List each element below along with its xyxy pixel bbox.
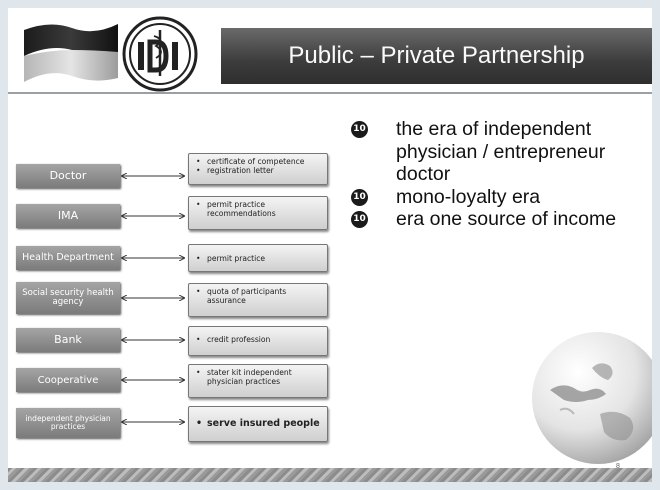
bullet-item: 10 mono-loyalty era — [351, 186, 651, 209]
header-divider — [8, 92, 652, 94]
bullet-item: 10 era one source of income — [351, 208, 651, 231]
header-bar: Public – Private Partnership — [221, 28, 652, 84]
bullet-text: the era of independent physician / entre… — [396, 118, 606, 185]
bullet-item: 10 the era of independent physician / en… — [351, 118, 651, 186]
slide-title: Public – Private Partnership — [288, 42, 585, 69]
indonesian-flag-icon — [24, 24, 118, 82]
box-doctor: Doctor — [16, 164, 120, 188]
box-bank: Bank — [16, 328, 120, 352]
slide-content: Public – Private Partnership Doctor IMA … — [8, 8, 652, 482]
circled-ten-bullet-icon: 10 — [351, 121, 368, 138]
scroll-item: serve insured people — [196, 418, 323, 430]
scroll-item: permit practice recommendations — [196, 200, 323, 219]
page-number: 8 — [616, 463, 620, 470]
globe-icon — [532, 332, 652, 464]
scroll-doctor: certificate of competence registration l… — [188, 153, 328, 185]
scroll-independent-physician: serve insured people — [188, 406, 328, 442]
idi-logo — [122, 16, 198, 92]
scroll-social-security: quota of participants assurance — [188, 283, 328, 317]
scroll-cooperative: stater kit independent physician practic… — [188, 364, 328, 398]
bullet-text: mono-loyalty era — [396, 185, 541, 208]
box-health-department: Health Department — [16, 246, 120, 270]
scroll-bank: credit profession — [188, 326, 328, 356]
box-cooperative: Cooperative — [16, 368, 120, 392]
connector-arrows — [8, 8, 652, 482]
box-independent-physician: independent physician practices — [16, 408, 120, 438]
scroll-item: quota of participants assurance — [196, 287, 323, 306]
footer-band — [8, 468, 652, 482]
bullet-list: 10 the era of independent physician / en… — [351, 118, 651, 231]
scroll-item: stater kit independent physician practic… — [196, 368, 323, 387]
scroll-item: permit practice — [196, 254, 323, 264]
scroll-item: registration letter — [196, 166, 323, 176]
box-ima: IMA — [16, 204, 120, 228]
box-social-security: Social security health agency — [16, 282, 120, 314]
bullet-text: era one source of income — [396, 208, 617, 230]
circled-ten-bullet-icon: 10 — [351, 188, 368, 206]
scroll-item: certificate of competence — [196, 157, 323, 167]
scroll-ima: permit practice recommendations — [188, 196, 328, 230]
scroll-health-department: permit practice — [188, 244, 328, 272]
scroll-item: credit profession — [196, 335, 323, 345]
circled-ten-bullet-icon: 10 — [351, 211, 368, 228]
